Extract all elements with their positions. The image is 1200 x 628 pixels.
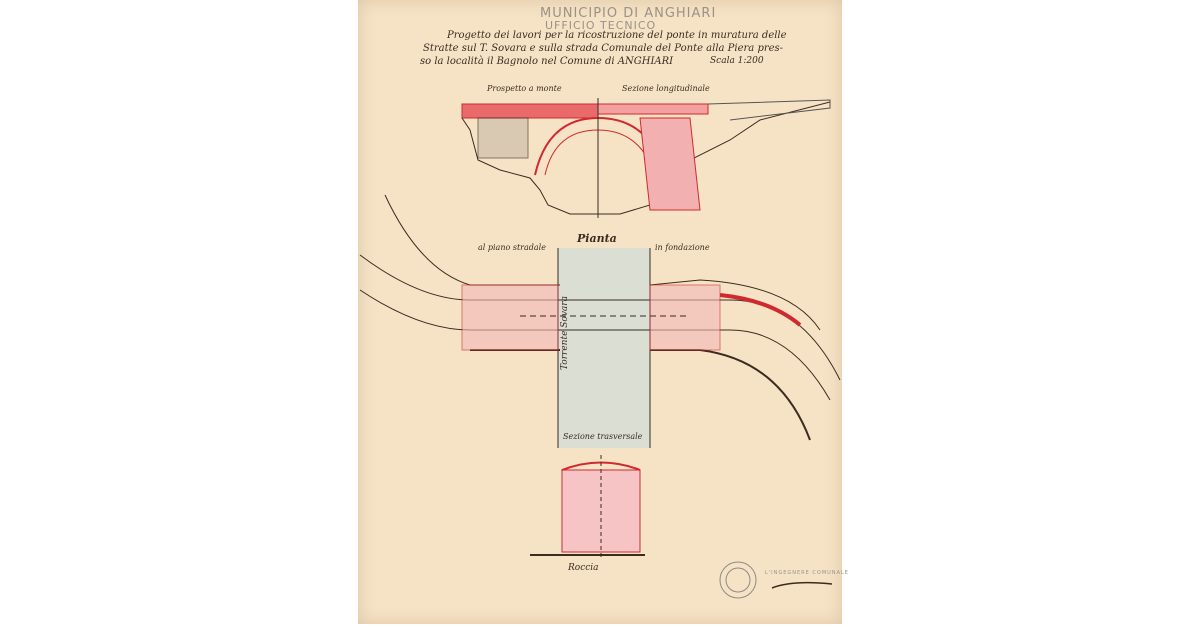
arch-inner <box>544 129 656 176</box>
title-line3: so la località il Bagnolo nel Comune di … <box>420 56 674 67</box>
foundation-right <box>649 284 721 351</box>
scale-label: Scala 1:200 <box>710 56 764 66</box>
stamp-line1: MUNICIPIO DI ANGHIARI <box>540 6 717 21</box>
title-line1: Progetto dei lavori per la ricostruzione… <box>447 30 787 41</box>
abutment-left <box>477 117 529 159</box>
municipal-seal <box>719 561 833 599</box>
seal-text: L'INGEGNERE COMUNALE <box>765 570 849 576</box>
road-deck <box>597 103 709 115</box>
label-pianta: Pianta <box>577 232 617 245</box>
label-roccia: Roccia <box>568 563 599 573</box>
label-piano-stradale: al piano stradale <box>478 243 546 252</box>
label-prospetto: Prospetto a monte <box>487 84 562 93</box>
plan-view <box>359 194 841 448</box>
label-sezione-longitudinale: Sezione longitudinale <box>622 84 710 93</box>
label-torrente: Torrente Sovara <box>560 296 570 370</box>
stamp-line2: UFFICIO TECNICO <box>545 19 657 32</box>
road-edge <box>359 254 841 381</box>
parapet-red <box>461 103 599 119</box>
label-sezione-trasversale: Sezione trasversale <box>563 432 643 441</box>
abutment-right <box>639 117 701 211</box>
label-fondazione: in fondazione <box>655 243 710 252</box>
road-approach <box>707 99 831 121</box>
cross-section-view <box>530 455 645 560</box>
stream-bed <box>558 248 650 448</box>
terrain-profile <box>461 101 831 215</box>
title-line2: Stratte sul T. Sovara e sulla strada Com… <box>423 43 784 54</box>
elevation-view <box>461 98 831 218</box>
foundation-left <box>461 284 559 351</box>
road-edge <box>359 289 831 401</box>
signature <box>771 581 833 589</box>
